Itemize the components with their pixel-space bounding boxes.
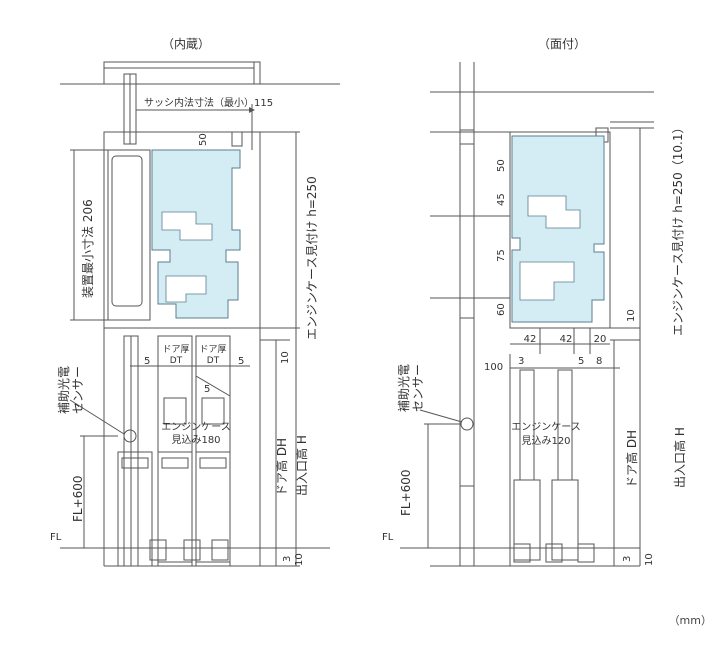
right-case-depth-1: エンジンケース [511, 421, 581, 433]
right-dim-50: 50 [496, 159, 507, 172]
left-exit-height: 出入口高 H [294, 435, 309, 496]
left-sash-dimension: サッシ内法寸法（最小）115 [144, 96, 273, 109]
left-dim-5b: 5 [238, 356, 244, 367]
right-engine-visible-height: エンジンケース見付け h=250（10.1） [671, 122, 685, 337]
left-door-thick-label-2: DT [170, 356, 183, 366]
right-dim-42a: 42 [524, 334, 537, 345]
left-door-thick-label-1: ドア厚 [162, 344, 189, 355]
right-dim-75: 75 [496, 249, 507, 262]
right-dim-8: 8 [596, 356, 602, 367]
left-sensor-label-2: センサー [71, 366, 85, 414]
right-door-height: ドア高 DH [624, 430, 639, 488]
right-dim-3: 3 [518, 356, 524, 367]
left-dim-5a: 5 [144, 356, 150, 367]
right-dim-5: 5 [578, 356, 584, 367]
right-dim-45: 45 [496, 193, 507, 206]
right-view-title: （面付） [538, 37, 586, 51]
right-dim-60: 60 [496, 303, 507, 316]
right-dim-42b: 42 [560, 334, 573, 345]
right-case-depth-2: 見込み120 [521, 435, 570, 447]
left-dim-50: 50 [198, 133, 209, 146]
left-view-lines [60, 61, 340, 567]
left-dim-10: 10 [280, 351, 291, 364]
left-door-thick-label-4: DT [207, 356, 220, 366]
left-case-depth-1: エンジンケース [161, 421, 231, 433]
right-dim-3b: 3 [622, 556, 633, 562]
right-dim-10b: 10 [644, 553, 655, 566]
left-view-title: （内蔵） [162, 37, 210, 51]
right-dim-100: 100 [484, 362, 503, 373]
right-exit-height: 出入口高 H [672, 427, 687, 488]
left-dim-3: 3 [282, 556, 293, 562]
right-sensor-label-1: 補助光電 [397, 364, 411, 412]
right-fl600: FL+600 [399, 469, 413, 516]
unit-label: （mm） [668, 614, 712, 627]
left-sensor-label-1: 補助光電 [57, 366, 71, 414]
left-fl: FL [50, 532, 62, 543]
right-view-lines [400, 62, 654, 567]
left-door-thick-label-3: ドア厚 [199, 344, 226, 355]
left-dim-10b: 10 [294, 553, 305, 566]
right-sensor-label-2: センサー [411, 364, 425, 412]
right-dim-20: 20 [594, 334, 607, 345]
left-min-install-dimension: 装置最小寸法 206 [81, 199, 95, 298]
right-engine-profile [511, 135, 605, 323]
left-engine-visible-height: エンジンケース見付け h=250 [305, 176, 319, 340]
right-dim-10: 10 [626, 309, 637, 322]
right-fl: FL [382, 532, 394, 543]
left-dim-5c: 5 [204, 384, 210, 395]
left-case-depth-2: 見込み180 [171, 434, 220, 446]
left-door-height: ドア高 DH [274, 438, 289, 496]
left-engine-profile [151, 131, 243, 319]
left-fl600: FL+600 [71, 475, 85, 522]
